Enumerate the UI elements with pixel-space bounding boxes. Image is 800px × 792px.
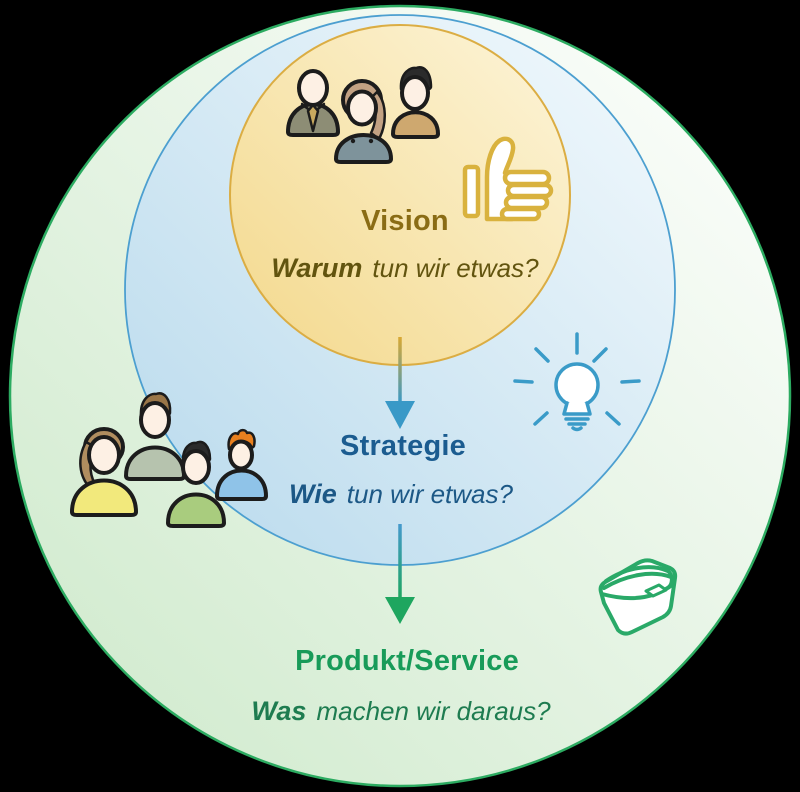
person-man-suit xyxy=(286,69,340,137)
vision-question-emphasis: Warum xyxy=(271,253,362,283)
bulb-ray xyxy=(605,411,621,426)
lightbulb-icon xyxy=(513,332,641,432)
person-woman-brown-hair xyxy=(334,79,393,164)
person-woman-ponytail xyxy=(70,427,138,517)
bulb-neck xyxy=(562,401,592,416)
vision-question: Warum tun wir etwas? xyxy=(271,253,539,283)
person-head xyxy=(346,89,378,127)
strategie-question: Wie tun wir etwas? xyxy=(289,479,513,509)
person-head xyxy=(297,69,329,107)
person-shirt xyxy=(334,133,393,164)
bulb-tip xyxy=(571,426,583,432)
person-black-hair xyxy=(391,66,440,139)
person-black-hair-green xyxy=(166,440,226,528)
produkt-question-emphasis: Was xyxy=(251,696,306,726)
person-shirt xyxy=(166,492,226,528)
package-tape-line xyxy=(604,565,670,583)
vision-title: Vision xyxy=(361,205,449,237)
thumbs-up-cuff xyxy=(462,164,481,219)
necklace-dot xyxy=(368,138,374,144)
produkt-question-rest: machen wir daraus? xyxy=(316,696,551,726)
person-head xyxy=(400,75,430,111)
bulb-ray xyxy=(620,379,641,384)
thumbs-up-finger xyxy=(505,182,554,199)
arrow-strategie-to-produkt xyxy=(385,524,415,624)
produkt-question: Was machen wir daraus? xyxy=(251,696,551,726)
produkt-title: Produkt/Service xyxy=(295,645,519,677)
strategie-people-group xyxy=(70,392,268,528)
strategie-question-emphasis: Wie xyxy=(289,479,337,509)
bulb-glass xyxy=(554,362,600,408)
person-head xyxy=(181,449,211,485)
person-head xyxy=(139,401,171,439)
arrow-head xyxy=(385,597,415,624)
thumbs-up-icon xyxy=(462,136,554,222)
package-end-cap xyxy=(666,569,674,589)
person-shirt xyxy=(391,110,440,139)
suit-tie xyxy=(306,103,320,133)
bulb-ray xyxy=(533,411,549,426)
person-head xyxy=(228,439,254,471)
bulb-ray xyxy=(513,379,534,384)
person-shirt xyxy=(215,468,268,501)
bulb-ray xyxy=(592,347,608,363)
person-orange-hair xyxy=(215,428,268,501)
vision-people-group xyxy=(286,66,440,164)
strategie-title: Strategie xyxy=(340,430,466,462)
necklace-dot xyxy=(350,138,356,144)
person-man-brown-hair xyxy=(124,392,186,481)
person-shirt xyxy=(124,445,186,481)
package-icon xyxy=(598,558,678,636)
vision-question-rest: tun wir etwas? xyxy=(372,253,539,283)
person-head xyxy=(87,435,121,475)
thumbs-up-finger xyxy=(503,194,550,211)
arrow-vision-to-strategie xyxy=(385,337,415,429)
strategie-question-rest: tun wir etwas? xyxy=(347,479,514,509)
thumbs-up-finger xyxy=(499,206,542,222)
thumbs-up-finger xyxy=(502,169,552,187)
package-tape-line xyxy=(602,571,673,590)
package-label xyxy=(644,583,668,598)
arrow-head xyxy=(385,401,415,429)
person-shirt xyxy=(70,478,138,517)
bulb-ray xyxy=(534,347,550,363)
